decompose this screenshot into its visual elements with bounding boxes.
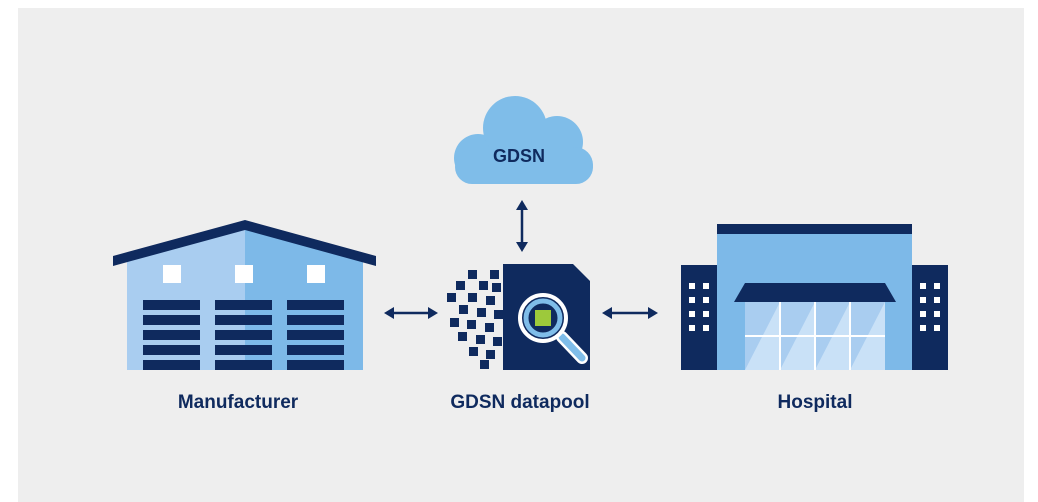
datapool-label: GDSN datapool	[450, 392, 590, 413]
datapool-magnifier-icon	[447, 264, 590, 370]
double-arrow-icon	[602, 307, 658, 319]
double-arrow-icon	[516, 200, 528, 252]
hospital-icon	[681, 224, 948, 370]
double-arrow-icon	[384, 307, 438, 319]
manufacturer-label: Manufacturer	[177, 392, 299, 413]
hospital-label: Hospital	[777, 392, 853, 413]
warehouse-icon	[113, 220, 376, 370]
cloud-label: GDSN	[493, 146, 545, 166]
cloud-icon: GDSN	[454, 96, 593, 184]
